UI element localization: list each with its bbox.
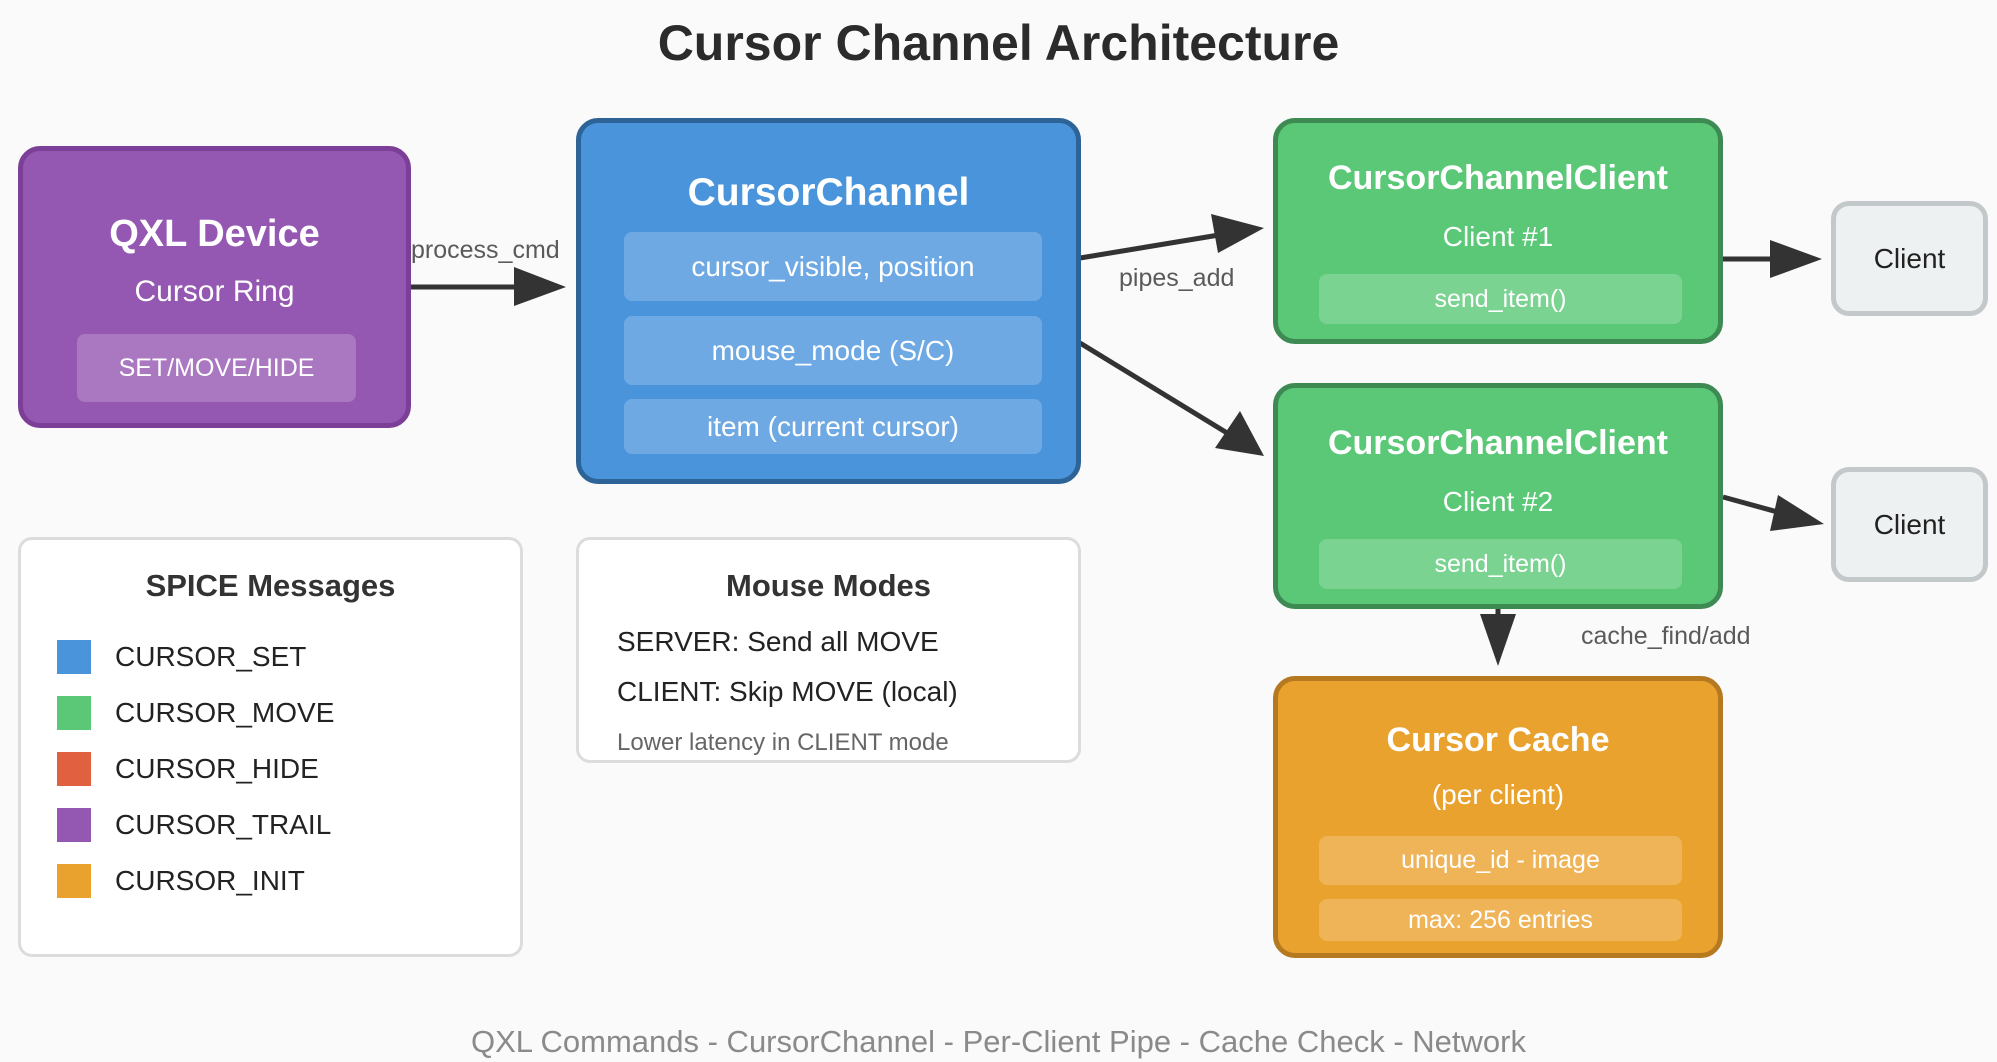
mouse-mode-client: CLIENT: Skip MOVE (local) <box>617 676 958 707</box>
client-2-subtitle: Client #2 <box>1442 486 1554 517</box>
legend-item: CURSOR_MOVE <box>57 696 334 730</box>
qxl-device-title: QXL Device <box>109 213 320 255</box>
legend-swatch-cursor-move <box>57 696 91 730</box>
qxl-device-node: QXL Device Cursor Ring SET/MOVE/HIDE <box>18 146 411 428</box>
legend-swatch-cursor-init <box>57 864 91 898</box>
client-1-send-item: send_item() <box>1319 274 1682 324</box>
arrowhead-channel-to-client2 <box>1215 411 1264 456</box>
client-1-title: CursorChannelClient <box>1327 159 1669 197</box>
legend-item: CURSOR_SET <box>57 640 306 674</box>
legend-label: CURSOR_MOVE <box>115 697 335 728</box>
remote-client-2: Client <box>1831 467 1988 582</box>
legend-swatch-cursor-set <box>57 640 91 674</box>
mouse-modes-panel: Mouse Modes SERVER: Send all MOVE CLIENT… <box>576 537 1081 763</box>
edge-label-cache-find-add: cache_find/add <box>1581 622 1751 650</box>
cursor-channel-node: CursorChannel cursor_visible, position m… <box>576 118 1081 484</box>
client-1-subtitle: Client #1 <box>1442 221 1554 252</box>
legend-label: CURSOR_HIDE <box>115 753 319 784</box>
legend-item: CURSOR_INIT <box>57 864 305 898</box>
cache-row-unique-id: unique_id - image <box>1319 836 1682 885</box>
footer-caption: QXL Commands - CursorChannel - Per-Clien… <box>471 1024 1526 1059</box>
channel-field-current-item: item (current cursor) <box>624 399 1042 454</box>
mouse-mode-server: SERVER: Send all MOVE <box>617 626 939 657</box>
edge-label-pipes-add: pipes_add <box>1119 264 1235 292</box>
legend-swatch-cursor-trail <box>57 808 91 842</box>
mouse-modes-note: Lower latency in CLIENT mode <box>617 729 949 756</box>
arrowhead-client1-to-peer <box>1770 240 1822 278</box>
remote-client-1: Client <box>1831 201 1988 316</box>
qxl-device-subtitle: Cursor Ring <box>134 275 295 308</box>
legend-label: CURSOR_TRAIL <box>115 809 332 840</box>
arrow-channel-to-client2 <box>1078 340 1234 439</box>
arrowhead-client2-to-peer <box>1770 495 1824 531</box>
cache-row-max-entries: max: 256 entries <box>1319 899 1682 941</box>
legend-title: SPICE Messages <box>145 568 396 603</box>
legend-label: CURSOR_SET <box>115 641 307 672</box>
cursor-cache-subtitle: (per client) <box>1431 779 1565 810</box>
arrowhead-qxl-to-channel <box>514 267 566 306</box>
spice-messages-legend: SPICE Messages CURSOR_SET CURSOR_MOVE CU… <box>18 537 523 957</box>
cursor-cache-node: Cursor Cache (per client) unique_id - im… <box>1273 676 1723 958</box>
cursor-cache-title: Cursor Cache <box>1386 721 1610 759</box>
client-2-send-item: send_item() <box>1319 539 1682 589</box>
legend-label: CURSOR_INIT <box>115 865 305 896</box>
edge-label-process-cmd: process_cmd <box>411 236 560 264</box>
channel-field-visibility: cursor_visible, position <box>624 232 1042 301</box>
arrowhead-client2-to-cache <box>1480 614 1516 666</box>
arrowhead-channel-to-client1 <box>1211 214 1264 253</box>
mouse-modes-title: Mouse Modes <box>726 568 931 603</box>
cursor-channel-client-2-node: CursorChannelClient Client #2 send_item(… <box>1273 383 1723 609</box>
cursor-channel-client-1-node: CursorChannelClient Client #1 send_item(… <box>1273 118 1723 344</box>
arrow-channel-to-client1 <box>1079 231 1226 261</box>
qxl-command-chip: SET/MOVE/HIDE <box>77 334 356 402</box>
page-title: Cursor Channel Architecture <box>657 15 1340 71</box>
client-2-title: CursorChannelClient <box>1327 424 1669 462</box>
legend-swatch-cursor-hide <box>57 752 91 786</box>
channel-field-mouse-mode: mouse_mode (S/C) <box>624 316 1042 385</box>
legend-item: CURSOR_HIDE <box>57 752 319 786</box>
legend-item: CURSOR_TRAIL <box>57 808 331 842</box>
cursor-channel-title: CursorChannel <box>687 171 970 214</box>
